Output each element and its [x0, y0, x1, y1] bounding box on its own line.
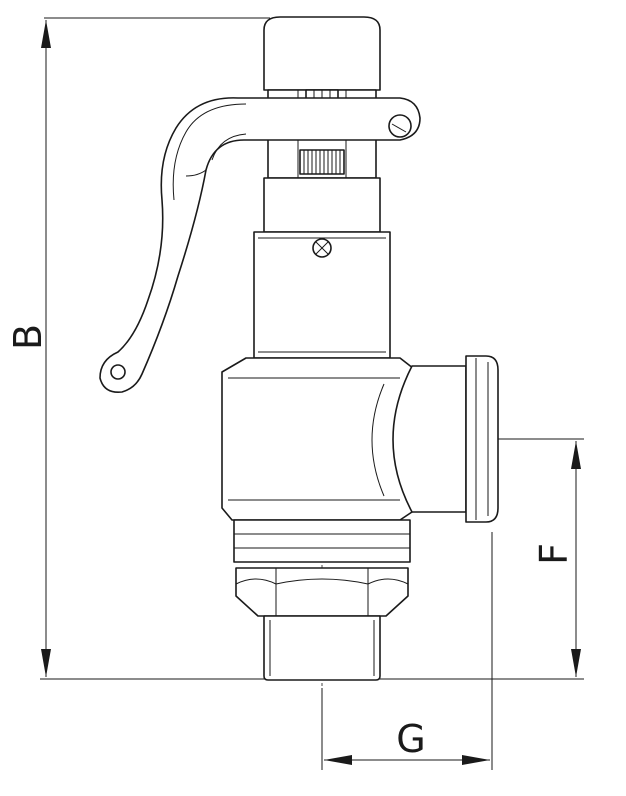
hex-nut: [235, 567, 409, 617]
valve-neck: [263, 177, 381, 233]
dimension-b: B: [6, 17, 270, 680]
dimension-g: G: [321, 532, 493, 770]
dimension-b-top-arrow: [41, 20, 51, 48]
body-collar: [233, 519, 411, 563]
outlet-pipe: [392, 365, 467, 513]
inlet-connector: [263, 615, 381, 681]
dimension-f-bottom-arrow: [571, 649, 581, 677]
lever-pivot-pin-icon: [388, 114, 412, 138]
dimension-b-label: B: [6, 324, 50, 350]
dimension-f: F: [378, 438, 584, 680]
dimension-g-left-arrow: [324, 755, 352, 765]
dimension-b-bottom-arrow: [41, 649, 51, 677]
lever-end-hole-icon: [110, 364, 126, 380]
threaded-stem: [299, 149, 345, 175]
dimension-f-top-arrow: [571, 441, 581, 469]
bonnet-screw-icon: [312, 238, 332, 258]
outlet-flange: [465, 355, 499, 523]
lever-handle: [99, 97, 421, 394]
dimension-g-label: G: [396, 717, 425, 761]
dimension-g-right-arrow: [462, 755, 490, 765]
valve-cap: [263, 16, 381, 91]
valve-main-body: [221, 357, 419, 521]
lever-arm: [99, 97, 421, 394]
dimension-f-label: F: [532, 543, 576, 565]
